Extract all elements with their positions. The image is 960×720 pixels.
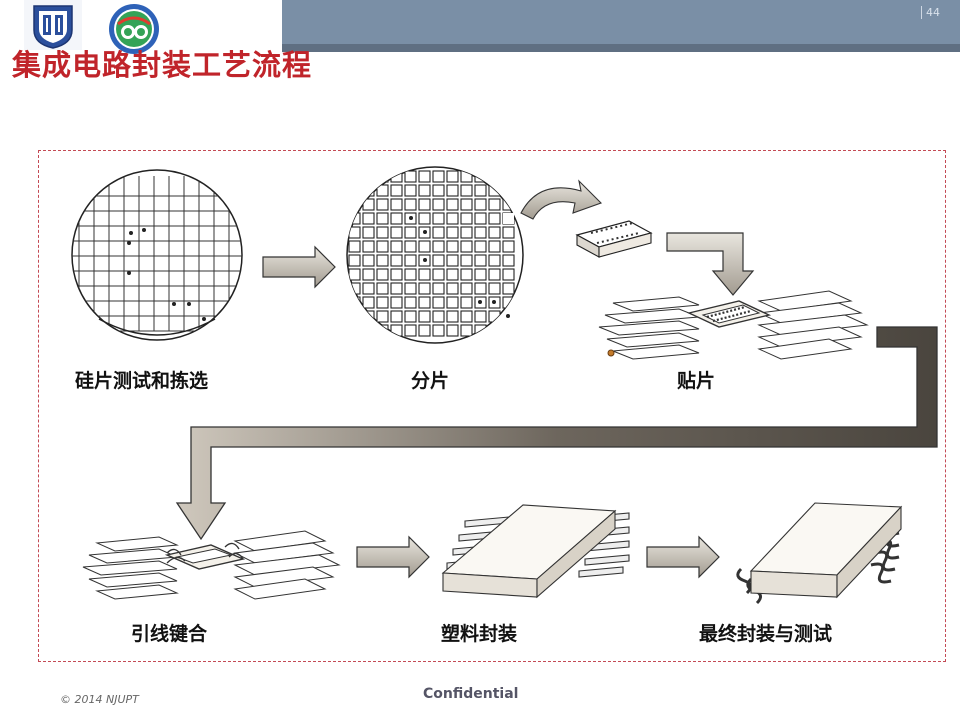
final-package-illustration	[736, 502, 903, 605]
arrow-right-icon	[262, 245, 336, 289]
step-label-wire-bonding: 引线键合	[131, 623, 208, 645]
arrow-down-icon	[666, 232, 755, 296]
confidential-label: Confidential	[423, 686, 519, 702]
wafer-test-illustration	[71, 169, 243, 341]
header-strip	[282, 44, 960, 52]
school-logo-icon	[109, 4, 159, 54]
process-figure: 硅片测试和拣选 分片 贴片 引线键合 塑料封装 最终封装与测试	[38, 150, 946, 662]
arrow-right-icon	[646, 535, 720, 579]
wire-bonding-illustration	[82, 530, 341, 600]
die-illustration	[575, 220, 653, 258]
plastic-package-illustration	[441, 504, 630, 599]
step-label-plastic-package: 塑料封装	[441, 623, 518, 645]
step-label-final-test: 最终封装与测试	[699, 623, 833, 645]
copyright-text: © 2014 NJUPT	[60, 693, 139, 706]
university-logo-icon	[24, 0, 82, 50]
curved-arrow-icon	[520, 179, 603, 220]
wafer-dicing-illustration	[346, 166, 524, 344]
header-bar: 44	[282, 0, 960, 44]
die-attach-illustration	[598, 290, 869, 360]
step-label-dicing: 分片	[411, 370, 450, 392]
arrow-right-icon	[356, 535, 430, 579]
step-label-die-attach: 贴片	[677, 370, 716, 392]
page-number: 44	[921, 6, 940, 19]
page-title: 集成电路封装工艺流程	[12, 48, 313, 82]
connector-arrow-icon	[175, 326, 938, 541]
step-label-wafer-test: 硅片测试和拣选	[75, 370, 209, 392]
process-diagram	[71, 166, 938, 605]
